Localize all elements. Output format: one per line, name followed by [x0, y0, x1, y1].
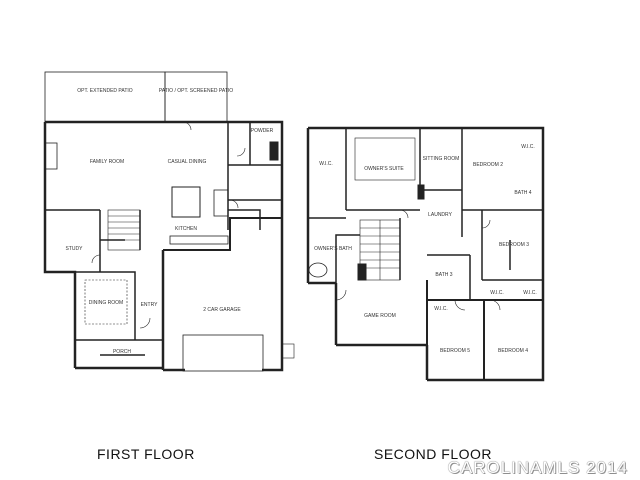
label-bedroom-3: BEDROOM 3	[499, 242, 529, 248]
label-entry: ENTRY	[141, 302, 159, 308]
first-floor-door-swings	[91, 121, 246, 329]
owners-suite-bed	[354, 137, 416, 181]
label-owners-bath: OWNER'S BATH	[314, 246, 352, 252]
label-wic-b5: W.I.C.	[434, 306, 448, 312]
kitchen-island	[171, 186, 201, 218]
label-opt-patio: OPT. EXTENDED PATIO	[77, 88, 132, 94]
garage-step	[281, 343, 295, 359]
wall-chase-1	[417, 184, 425, 200]
label-game-room: GAME ROOM	[364, 313, 396, 319]
label-dining-room: DINING ROOM	[89, 300, 123, 306]
label-bath-4: BATH 4	[514, 190, 531, 196]
label-owners-suite: OWNER'S SUITE	[364, 166, 404, 172]
first-floor-title: FIRST FLOOR	[97, 446, 195, 462]
kitchen-side-counter	[213, 189, 229, 217]
bedroom-4-5-walls	[426, 280, 543, 380]
label-casual-dining: CASUAL DINING	[168, 159, 207, 165]
first-floor-plan	[43, 71, 295, 372]
garage-door	[182, 334, 264, 372]
label-sitting-room: SITTING ROOM	[423, 156, 460, 162]
label-study: STUDY	[66, 246, 84, 252]
porch-posts	[74, 340, 164, 368]
label-wic-b3: W.I.C.	[490, 290, 504, 296]
wall-chase-3	[269, 141, 279, 161]
wall-chase-2	[357, 263, 367, 281]
first-floor-stairs	[107, 209, 141, 251]
opt-patio-outline	[44, 71, 166, 123]
watermark: CAROLINAMLS 2014	[447, 458, 628, 477]
fireplace	[44, 142, 58, 170]
label-garage: 2 CAR GARAGE	[203, 307, 241, 313]
owners-tub	[308, 262, 328, 278]
room-labels: OPT. EXTENDED PATIO PATIO / OPT. SCREENE…	[66, 88, 537, 355]
kitchen-counter	[169, 235, 229, 245]
label-screened-patio: PATIO / OPT. SCREENED PATIO	[159, 88, 233, 94]
label-kitchen: KITCHEN	[175, 226, 197, 232]
screened-patio-outline	[164, 71, 228, 123]
label-bedroom-5: BEDROOM 5	[440, 348, 470, 354]
second-floor-stairs	[359, 219, 401, 281]
label-powder: POWDER	[251, 128, 274, 134]
label-wic-b2: W.I.C.	[521, 144, 535, 150]
second-floor-title: SECOND FLOOR	[374, 446, 493, 462]
label-wic-owner: W.I.C.	[319, 161, 333, 167]
label-laundry: LAUNDRY	[428, 212, 452, 218]
label-bedroom-2: BEDROOM 2	[473, 162, 503, 168]
second-floor-plan	[269, 126, 545, 382]
second-floor-exterior-wall	[306, 126, 545, 382]
second-floor-door-swings	[335, 209, 501, 311]
label-porch: PORCH	[113, 349, 131, 355]
label-wic-b4: W.I.C.	[523, 290, 537, 296]
label-family-room: FAMILY ROOM	[90, 159, 124, 165]
label-bedroom-4: BEDROOM 4	[498, 348, 528, 354]
label-bath-3: BATH 3	[435, 272, 452, 278]
garage-wall	[162, 217, 283, 370]
second-floor-interior-walls	[308, 128, 543, 300]
dining-rug	[84, 279, 128, 325]
